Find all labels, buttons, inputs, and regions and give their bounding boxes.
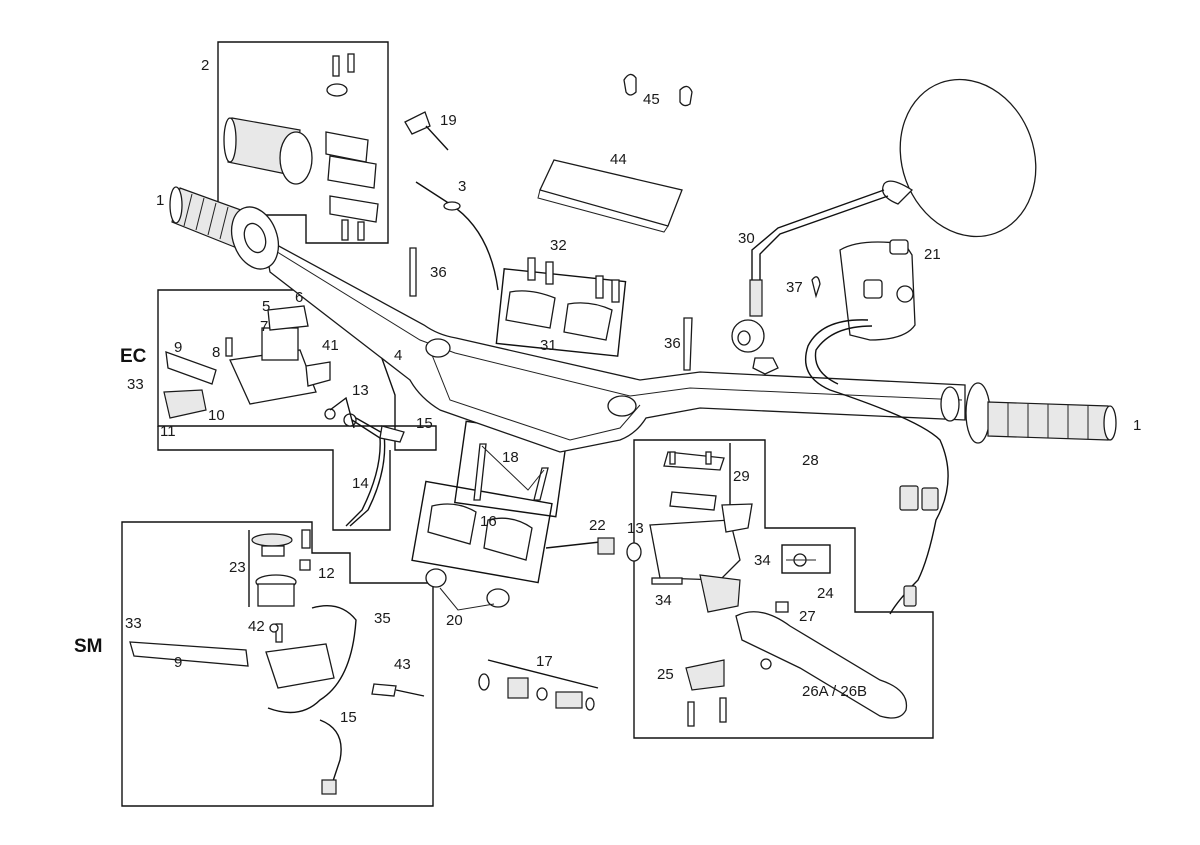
callout-15: 15 <box>416 415 433 432</box>
callout-41: 41 <box>322 337 339 354</box>
cable-3-ferrule <box>443 201 461 211</box>
callout-33: 33 <box>127 376 144 393</box>
box-34 <box>781 544 831 574</box>
clutch-assembly <box>649 451 908 727</box>
callout-43: 43 <box>394 656 411 673</box>
callout-23: 23 <box>229 559 246 576</box>
box-ec-group-lower <box>157 426 391 531</box>
left-grip <box>169 186 280 270</box>
section-label-sm: SM <box>74 636 103 657</box>
callout-35: 35 <box>374 610 391 627</box>
callout-36: 36 <box>430 264 447 281</box>
adapter-20a <box>425 568 447 588</box>
callout-5: 5 <box>262 298 270 315</box>
right-switch <box>804 239 949 615</box>
callout-33: 33 <box>125 615 142 632</box>
pad-cover <box>537 159 683 233</box>
callout-8: 8 <box>212 344 220 361</box>
callout-16: 16 <box>480 513 497 530</box>
callout-9: 9 <box>174 339 182 356</box>
box-16 <box>411 480 553 584</box>
mirror <box>731 78 1037 375</box>
callout-18: 18 <box>502 449 519 466</box>
adapter-20b <box>486 588 510 608</box>
clamp-set <box>505 257 620 341</box>
callout-13: 13 <box>627 520 644 537</box>
throttle-assembly <box>223 53 379 241</box>
box-clutch-group <box>633 439 934 739</box>
callout-6: 6 <box>295 289 303 306</box>
callout-1: 1 <box>156 192 164 209</box>
callout-22: 22 <box>589 517 606 534</box>
callout-42: 42 <box>248 618 265 635</box>
ec-master-cylinder <box>163 305 405 527</box>
callout-15: 15 <box>340 709 357 726</box>
callout-20: 20 <box>446 612 463 629</box>
tie-36b <box>683 317 693 371</box>
washer-13 <box>626 542 642 562</box>
box-sm-group <box>121 521 434 807</box>
callout-13: 13 <box>352 382 369 399</box>
parts-16 <box>427 503 533 561</box>
callout-11: 11 <box>160 423 176 440</box>
callout-7: 7 <box>260 318 268 335</box>
parts-17 <box>478 673 595 711</box>
callout-21: 21 <box>924 246 941 263</box>
callout-19: 19 <box>440 112 457 129</box>
callout-32: 32 <box>550 237 567 254</box>
handlebar <box>263 236 966 453</box>
leader-20 <box>439 587 495 611</box>
cable-end-19 <box>404 111 431 135</box>
callout-25: 25 <box>657 666 674 683</box>
callout-30: 30 <box>738 230 755 247</box>
callout-1: 1 <box>1133 417 1141 434</box>
callout-31: 31 <box>540 337 557 354</box>
callout-24: 24 <box>817 585 834 602</box>
right-grip <box>965 382 1117 444</box>
callout-44: 44 <box>610 151 627 168</box>
callout-34: 34 <box>754 552 771 569</box>
callout-17: 17 <box>536 653 553 670</box>
callout-36: 36 <box>664 335 681 352</box>
callout-4: 4 <box>394 347 402 364</box>
cable-3 <box>415 181 499 291</box>
cable-19 <box>425 125 449 151</box>
parts-18 <box>473 443 549 501</box>
callout-28: 28 <box>802 452 819 469</box>
callout-3: 3 <box>458 178 466 195</box>
bracket-17 <box>487 659 599 689</box>
callout-14: 14 <box>352 475 369 492</box>
box-31 <box>495 268 627 357</box>
callout-45: 45 <box>643 91 660 108</box>
tie-36a <box>409 247 417 297</box>
callout-2: 2 <box>201 57 209 74</box>
clip-37 <box>811 276 821 299</box>
callout-26a-26b: 26A / 26B <box>802 683 867 700</box>
clip-45a <box>623 73 637 96</box>
sm-master-cylinder <box>129 529 425 795</box>
callout-9: 9 <box>174 654 182 671</box>
callout-10: 10 <box>208 407 225 424</box>
callout-34: 34 <box>655 592 672 609</box>
hose-22 <box>545 541 601 549</box>
callout-12: 12 <box>318 565 335 582</box>
callout-37: 37 <box>786 279 803 296</box>
callout-27: 27 <box>799 608 816 625</box>
clip-45b <box>679 85 693 107</box>
callout-29: 29 <box>733 468 750 485</box>
section-label-ec: EC <box>120 346 147 367</box>
fitting-22 <box>597 537 615 555</box>
